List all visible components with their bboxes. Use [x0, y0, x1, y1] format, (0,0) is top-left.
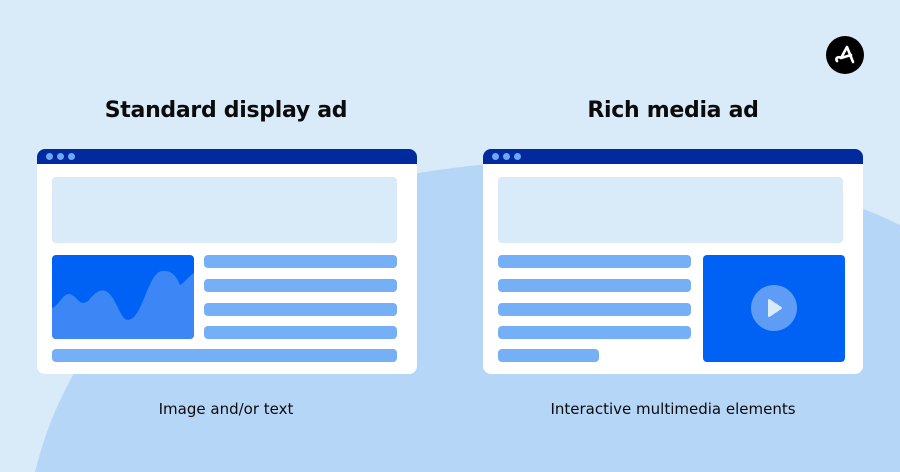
image-chart-placeholder [52, 255, 194, 339]
text-line-placeholder [498, 349, 599, 362]
window-dot-icon [68, 153, 75, 160]
panel-title-rich-media: Rich media ad [587, 98, 759, 123]
text-line-placeholder [498, 303, 691, 316]
window-dot-icon [514, 153, 521, 160]
wave-chart-icon [52, 270, 194, 339]
browser-window-rich-media [483, 149, 863, 374]
text-line-placeholder [498, 326, 691, 339]
panel-caption-rich-media: Interactive multimedia elements [550, 400, 796, 418]
brand-a-logo-icon [835, 45, 855, 64]
brand-logo [826, 36, 864, 74]
browser-window-standard [37, 149, 417, 374]
hero-banner-placeholder [52, 177, 397, 243]
video-play-placeholder [703, 255, 845, 362]
text-line-placeholder [498, 255, 691, 268]
text-line-placeholder [52, 349, 397, 362]
text-line-placeholder [204, 255, 397, 268]
play-icon [768, 299, 782, 317]
hero-banner-placeholder [498, 177, 843, 243]
window-dot-icon [46, 153, 53, 160]
text-line-placeholder [498, 279, 691, 292]
panel-title-standard: Standard display ad [104, 98, 348, 123]
window-dot-icon [492, 153, 499, 160]
text-line-placeholder [204, 303, 397, 316]
text-line-placeholder [204, 326, 397, 339]
panel-caption-standard: Image and/or text [158, 400, 294, 418]
window-dot-icon [503, 153, 510, 160]
window-title-bar [37, 149, 417, 164]
window-title-bar [483, 149, 863, 164]
text-line-placeholder [204, 279, 397, 292]
window-dot-icon [57, 153, 64, 160]
play-button[interactable] [751, 285, 797, 331]
